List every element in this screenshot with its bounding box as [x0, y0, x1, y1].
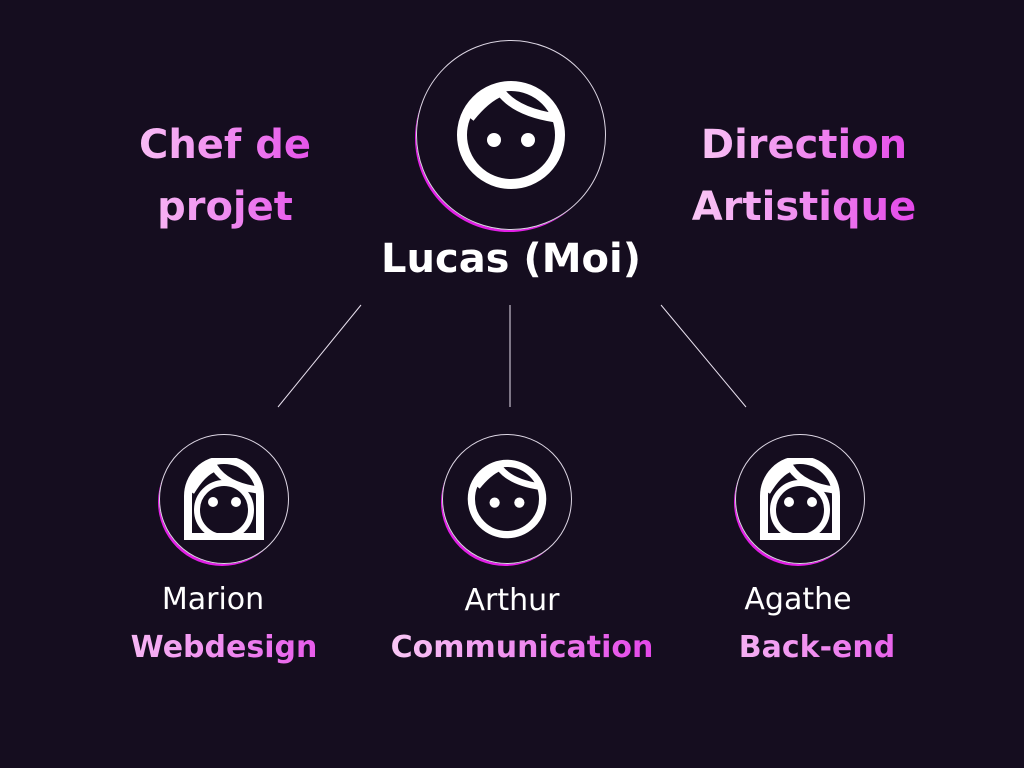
lead-avatar — [416, 40, 606, 230]
role-line: Chef de — [138, 122, 312, 168]
role-direction-artistique: Direction Artistique — [674, 114, 934, 238]
member-role: Back-end — [667, 630, 967, 665]
boy-face-icon — [467, 459, 547, 539]
member-role: Webdesign — [74, 630, 374, 665]
member-name: Arthur — [464, 583, 560, 618]
member-avatar-agathe — [735, 434, 865, 564]
member-role: Communication — [372, 630, 672, 665]
member-name: Agathe — [744, 582, 852, 617]
girl-face-icon — [184, 458, 264, 540]
lead-name: Lucas (Moi) — [381, 236, 641, 282]
role-line: Direction — [700, 122, 908, 168]
connector-marion — [277, 304, 362, 408]
role-line: projet — [157, 184, 293, 230]
girl-face-icon — [760, 458, 840, 540]
member-avatar-marion — [159, 434, 289, 564]
member-name: Marion — [161, 582, 265, 617]
role-chef-de-projet: Chef de projet — [105, 114, 345, 238]
boy-face-icon — [457, 81, 565, 189]
connector-agathe — [660, 304, 747, 408]
role-line: Artistique — [691, 184, 917, 230]
member-avatar-arthur — [442, 434, 572, 564]
